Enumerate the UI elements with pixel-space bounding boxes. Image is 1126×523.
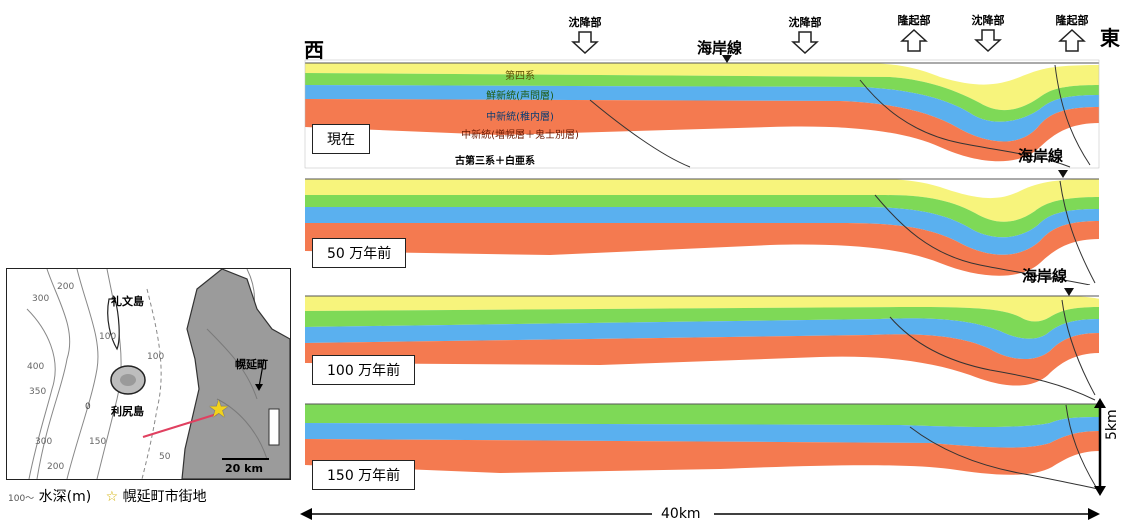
contour-label: 300 [32,294,49,304]
legend-depth-prefix: 100～ [8,494,35,504]
contour-label: 400 [27,362,44,372]
coastline-marker-icon [1058,170,1068,178]
cross-sections [304,59,1100,490]
section-1-5ma [305,402,1099,490]
contour-label: 100 [99,332,116,342]
zone-uplift-2: 隆起部 [1044,12,1100,58]
time-label-present: 現在 [312,124,370,154]
label-pliocene: 鮮新統(声問層) [486,91,554,102]
zone-label: 沈降部 [788,16,822,29]
vertical-scale-label: 5km [1104,409,1120,440]
label-quaternary: 第四系 [505,71,535,82]
down-arrow-icon [791,31,819,55]
contour-label: 300 [35,437,52,447]
star-icon: ★ [208,395,230,423]
time-label-1-5ma: 150 万年前 [312,460,416,490]
label-basement: 古第三系＋白亜系 [455,156,535,167]
map-legend: 100～ 水深(m) ☆ 幌延町市街地 [8,486,207,506]
contour-label: 0 [85,402,91,412]
coastline-label-present: 海岸線 [697,39,743,57]
east-label: 東 [1100,26,1120,50]
location-map: 300 200 100 400 350 100 150 300 200 50 0… [6,268,291,480]
legend-depth: 水深(m) [38,489,92,505]
legend-star-icon: ☆ [105,489,119,505]
zone-label: 隆起部 [897,14,931,27]
contour-label: 150 [89,437,106,447]
horizontal-scale-label: 40km [661,506,701,522]
horizontal-scale-arrow [300,508,1100,520]
map-label-rishiri: 利尻島 [111,405,144,418]
section-1-0ma [305,295,1099,402]
up-arrow-icon [900,28,928,52]
coastline-label-1-0ma: 海岸線 [1022,267,1068,285]
map-label-rebun: 礼文島 [111,295,144,308]
legend-star: 幌延町市街地 [122,489,207,505]
down-arrow-icon [974,29,1002,53]
west-label: 西 [304,38,324,62]
zone-subsidence-2: 沈降部 [775,14,835,58]
contour-label: 200 [57,282,74,292]
map-label-horonobe: 幌延町 [235,358,268,371]
section-0-5ma [305,178,1099,285]
zone-label: 沈降部 [971,14,1005,27]
label-miocene-middle: 中新統(稚内層) [486,112,554,123]
contour-label: 100 [147,352,164,362]
section-present [305,62,1099,168]
label-miocene-lower: 中新統(増幌層＋鬼士別層) [461,130,579,141]
contour-label: 200 [47,462,64,472]
map-graphic: 300 200 100 400 350 100 150 300 200 50 0 [7,269,290,479]
map-scale-label: 20 km [225,462,263,475]
down-arrow-icon [571,31,599,55]
time-label-1-0ma: 100 万年前 [312,355,416,385]
zone-uplift-1: 隆起部 [884,12,944,58]
time-label-0-5ma: 50 万年前 [312,238,407,268]
up-arrow-icon [1058,28,1086,52]
coastline-label-0-5ma: 海岸線 [1018,147,1064,165]
coastline-marker-icon [722,55,732,63]
zone-subsidence-1: 沈降部 [555,14,615,58]
vertical-scale-arrow [1094,398,1106,496]
zone-label: 沈降部 [568,16,602,29]
contour-label: 50 [159,452,171,462]
coastline-marker-icon [1064,288,1074,296]
zone-subsidence-3: 沈降部 [958,12,1018,58]
contour-label: 350 [29,387,46,397]
zone-label: 隆起部 [1055,14,1089,27]
